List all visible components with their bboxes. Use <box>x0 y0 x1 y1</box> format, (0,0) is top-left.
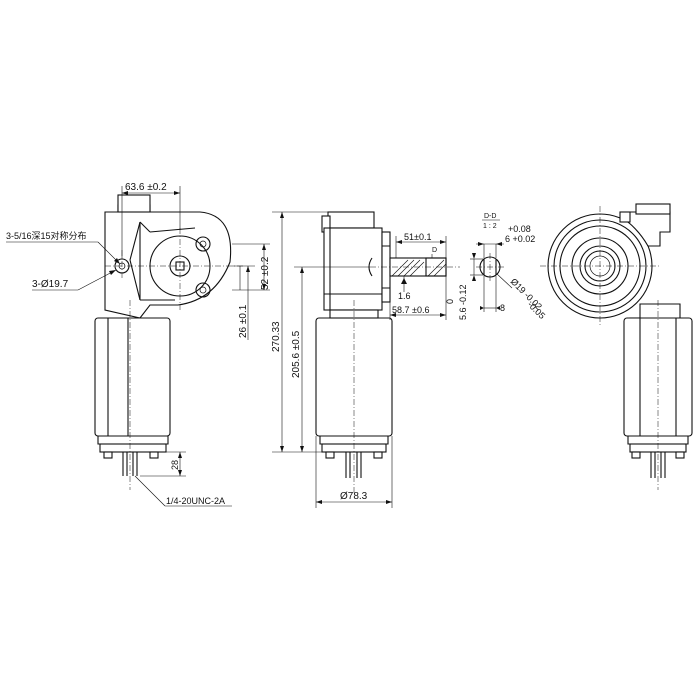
dim-52: 52 ±0.2 <box>260 256 271 290</box>
mount-hole-top <box>195 236 211 252</box>
front-view <box>94 194 245 490</box>
rear-neck <box>639 303 681 319</box>
dim-28: 28 <box>170 460 180 470</box>
note-hole-dia: 3-Ø19.7 <box>32 279 69 290</box>
flat-depth: 5.6 -0.12 <box>458 284 468 320</box>
gearbox-housing <box>104 204 232 319</box>
dim-1-6: 1.6 <box>398 291 411 301</box>
section-mark-d: D <box>432 247 437 254</box>
dim-78-3: Ø78.3 <box>340 491 368 502</box>
side-dimensions: 270.33 205.6 ±0.5 Ø78.3 51±0.1 D 1.6 <box>271 211 447 508</box>
dim-51: 51±0.1 <box>404 232 431 242</box>
side-view <box>315 211 460 495</box>
rear-gearbox-bump <box>627 211 671 247</box>
shaft-dia-lower: -0.05 <box>526 299 548 321</box>
top-boss <box>117 194 151 213</box>
section-d-d: D-D 1 : 2 +0.08 6 +0.02 0 5.6 -0.12 8 <box>445 213 547 321</box>
tol-upper: +0.08 <box>508 224 531 234</box>
mount-hole-bottom <box>195 282 211 298</box>
flat-depth-upper: 0 <box>445 299 455 304</box>
side-top-boss <box>327 211 375 229</box>
dim-58-7: 58.7 ±0.6 <box>392 305 429 315</box>
note-thread: 1/4-20UNC-2A <box>166 496 225 506</box>
note-holes: 3-5/16深15对称分布 <box>6 230 87 241</box>
key-width: 6 +0.02 <box>505 234 535 244</box>
dim-26: 26 ±0.1 <box>238 304 249 338</box>
rear-view <box>540 203 693 490</box>
section-scale: 1 : 2 <box>483 223 497 230</box>
section-title: D-D <box>484 213 496 220</box>
key-8: 8 <box>500 303 505 313</box>
side-gearbox <box>323 227 383 311</box>
dim-63-6: 63.6 ±0.2 <box>125 182 167 193</box>
front-dimensions: 63.6 ±0.2 3-5/16深15对称分布 3-Ø19.7 52 ±0.2 … <box>6 182 271 507</box>
dim-205-6: 205.6 ±0.5 <box>291 330 302 378</box>
dim-270-33: 270.33 <box>271 321 282 352</box>
motor-can <box>94 317 171 437</box>
